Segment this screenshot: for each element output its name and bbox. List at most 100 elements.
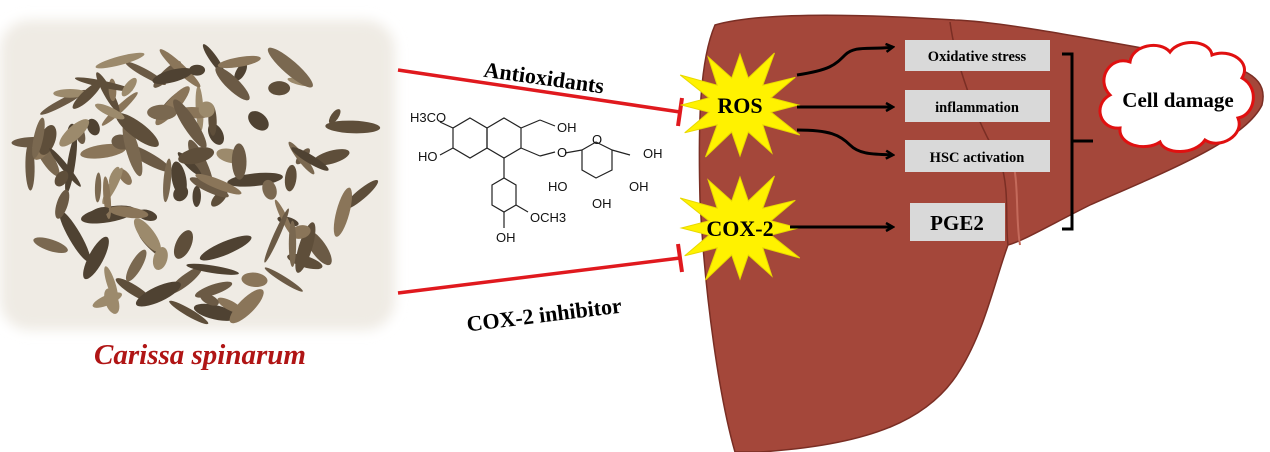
root-piece bbox=[178, 147, 215, 165]
root-piece bbox=[159, 49, 201, 88]
root-piece bbox=[72, 81, 102, 109]
root-piece bbox=[284, 164, 297, 192]
chem-ho: HO bbox=[418, 149, 438, 164]
root-piece bbox=[74, 77, 133, 92]
root-piece bbox=[343, 179, 379, 210]
root-piece bbox=[267, 47, 313, 88]
ros-starburst bbox=[679, 52, 801, 158]
cox2-inhibition: COX-2 inhibitor bbox=[397, 243, 684, 337]
effect-oxidative-stress: Oxidative stress bbox=[905, 40, 1050, 71]
root-piece bbox=[186, 263, 239, 275]
ros-label: ROS bbox=[717, 93, 762, 118]
root-piece bbox=[199, 235, 252, 261]
cox2-inhibitor-label: COX-2 inhibitor bbox=[465, 293, 623, 337]
root-piece bbox=[173, 99, 207, 149]
root-piece bbox=[53, 89, 87, 98]
effect-label: HSC activation bbox=[930, 150, 1025, 166]
root-piece bbox=[25, 142, 35, 191]
root-piece bbox=[125, 249, 147, 282]
root-pieces bbox=[11, 44, 381, 325]
root-piece bbox=[49, 148, 81, 187]
effect-hsc-activation: HSC activation bbox=[905, 140, 1050, 172]
root-piece bbox=[122, 122, 143, 177]
root-piece bbox=[288, 220, 297, 268]
root-piece bbox=[94, 172, 102, 203]
plant-photo bbox=[0, 20, 395, 330]
chem-oh-sugar-bottom: OH bbox=[592, 196, 612, 211]
root-piece bbox=[80, 143, 127, 159]
root-piece bbox=[95, 52, 145, 69]
compound-labels: H3CO HO OH O O OH HO OH OH OCH3 OH bbox=[410, 110, 663, 245]
root-piece bbox=[195, 173, 242, 195]
effect-label: PGE2 bbox=[930, 211, 984, 235]
root-piece bbox=[115, 112, 159, 147]
chem-o-ring: O bbox=[592, 132, 602, 147]
root-piece bbox=[325, 120, 381, 134]
root-piece bbox=[189, 64, 206, 76]
root-piece bbox=[291, 147, 329, 171]
cox2-label: COX-2 bbox=[706, 216, 773, 241]
root-piece bbox=[229, 289, 264, 324]
root-piece bbox=[287, 253, 323, 270]
root-piece bbox=[59, 119, 90, 147]
root-piece bbox=[33, 237, 68, 254]
root-piece bbox=[248, 111, 269, 131]
root-piece bbox=[200, 293, 219, 306]
effect-pge2: PGE2 bbox=[910, 203, 1005, 241]
root-piece bbox=[152, 67, 193, 85]
root-piece bbox=[108, 166, 120, 184]
compound-structure bbox=[439, 117, 631, 228]
root-piece bbox=[198, 101, 215, 118]
effect-arrows bbox=[790, 47, 893, 227]
root-piece bbox=[152, 247, 168, 270]
root-piece bbox=[264, 267, 303, 292]
root-piece bbox=[268, 81, 291, 96]
chem-ho-sugar: HO bbox=[548, 179, 568, 194]
chem-o-link: O bbox=[557, 145, 567, 160]
root-piece bbox=[59, 210, 91, 262]
root-piece bbox=[215, 67, 250, 101]
root-piece bbox=[234, 62, 247, 81]
root-piece bbox=[54, 170, 69, 187]
root-piece bbox=[101, 92, 138, 126]
root-piece bbox=[328, 109, 341, 124]
root-piece bbox=[189, 177, 229, 198]
root-piece bbox=[264, 208, 289, 263]
bracket bbox=[1062, 52, 1093, 231]
cell-damage-cloud: Cell damage bbox=[1098, 41, 1255, 153]
chem-oh-phenol: OH bbox=[496, 230, 516, 245]
root-piece bbox=[89, 207, 110, 218]
root-piece bbox=[193, 303, 237, 321]
root-piece bbox=[333, 187, 353, 237]
root-piece bbox=[169, 300, 209, 325]
root-piece bbox=[241, 272, 268, 288]
root-piece bbox=[262, 179, 277, 200]
root-piece bbox=[83, 236, 109, 280]
root-piece bbox=[312, 149, 350, 166]
plant-caption: Carissa spinarum bbox=[94, 339, 306, 371]
effect-inflammation: inflammation bbox=[905, 90, 1050, 122]
effect-label: inflammation bbox=[935, 100, 1019, 116]
cell-damage-label: Cell damage bbox=[1122, 88, 1233, 112]
chem-oh-sugar-right: OH bbox=[629, 179, 649, 194]
root-piece bbox=[133, 218, 161, 252]
root-piece bbox=[32, 117, 45, 159]
root-piece bbox=[94, 103, 125, 120]
chem-oh: OH bbox=[557, 120, 577, 135]
root-piece bbox=[135, 281, 181, 307]
root-piece bbox=[173, 185, 189, 202]
root-piece bbox=[55, 189, 70, 219]
root-piece bbox=[192, 185, 201, 207]
root-piece bbox=[121, 77, 137, 97]
effect-label: Oxidative stress bbox=[928, 49, 1027, 65]
root-piece bbox=[163, 158, 172, 203]
root-piece bbox=[217, 55, 261, 69]
cox2-starburst bbox=[679, 175, 801, 281]
chem-och3: OCH3 bbox=[530, 210, 566, 225]
root-piece bbox=[147, 104, 177, 121]
root-piece bbox=[86, 118, 100, 136]
root-piece bbox=[231, 143, 247, 180]
root-piece bbox=[92, 292, 123, 308]
chem-oh-sugar: OH bbox=[643, 146, 663, 161]
